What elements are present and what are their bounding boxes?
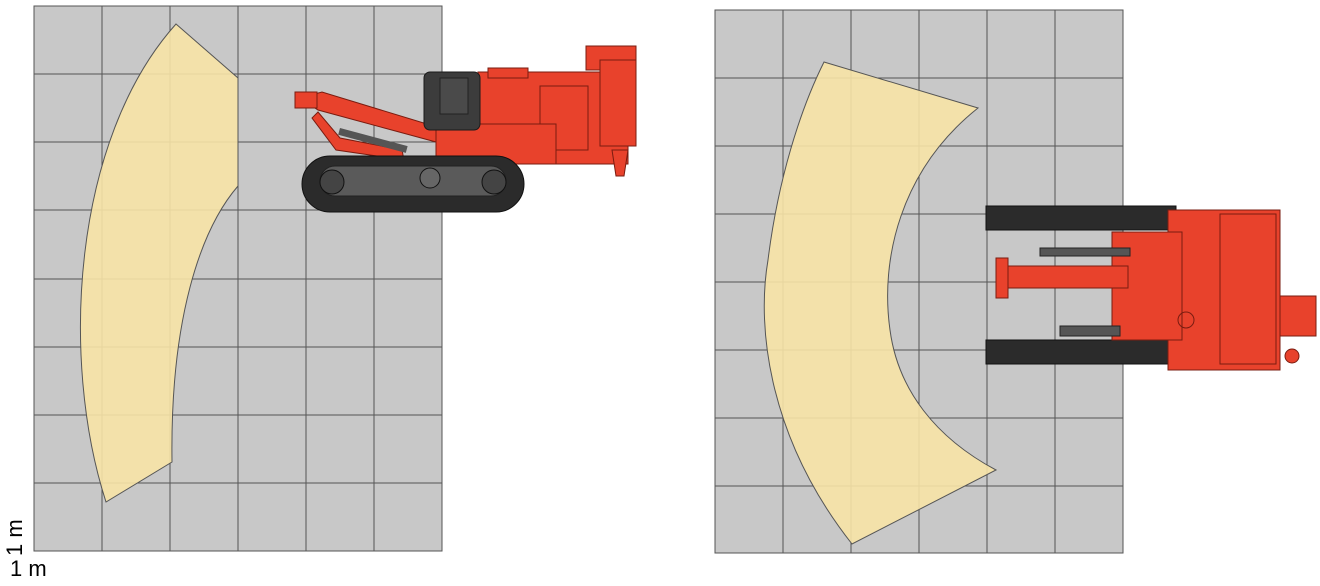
top-view-coverage-area: [763, 61, 998, 545]
top-view-machine: [985, 205, 1317, 371]
scale-y-label: 1 m: [2, 519, 27, 556]
top-view-diagram: [714, 9, 1317, 554]
side-view-diagram: [33, 5, 637, 552]
top-view-panel: [660, 0, 1320, 586]
side-view-panel: [33, 5, 637, 552]
side-view-machine: [294, 45, 637, 213]
side-view-coverage-area: [79, 23, 239, 503]
scale-x-label: 1 m: [10, 556, 47, 581]
